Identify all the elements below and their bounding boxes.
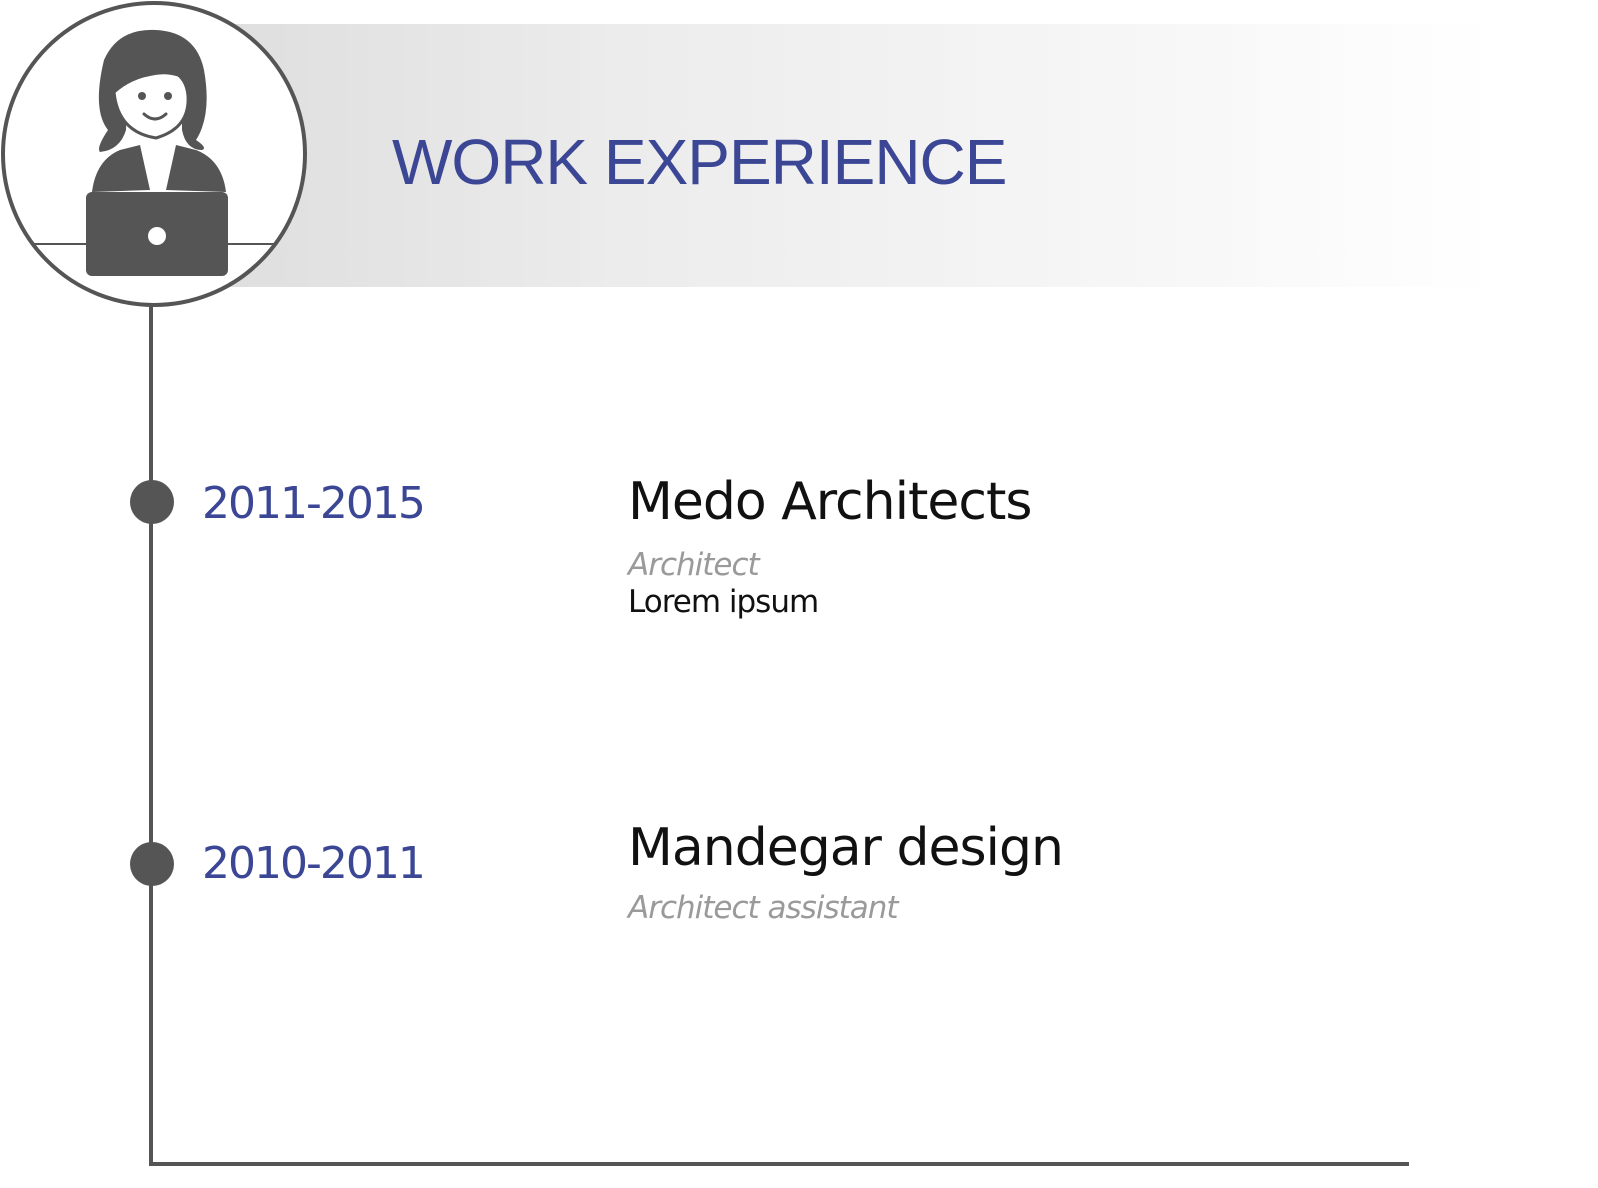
woman-at-laptop-icon xyxy=(1,1,307,307)
job-description: Lorem ipsum xyxy=(628,584,819,620)
job-role: Architect assistant xyxy=(628,890,899,926)
job-role: Architect xyxy=(628,547,760,583)
section-title: WORK EXPERIENCE xyxy=(392,126,1007,198)
header-band xyxy=(150,24,1500,287)
timeline-dot xyxy=(130,480,174,524)
timeline-dot xyxy=(130,842,174,886)
company-name: Mandegar design xyxy=(628,818,1064,878)
timeline-line xyxy=(149,300,153,1166)
experience-period: 2010-2011 xyxy=(202,838,426,889)
experience-period: 2011-2015 xyxy=(202,478,426,529)
company-name: Medo Architects xyxy=(628,472,1032,532)
timeline-baseline xyxy=(149,1162,1409,1166)
